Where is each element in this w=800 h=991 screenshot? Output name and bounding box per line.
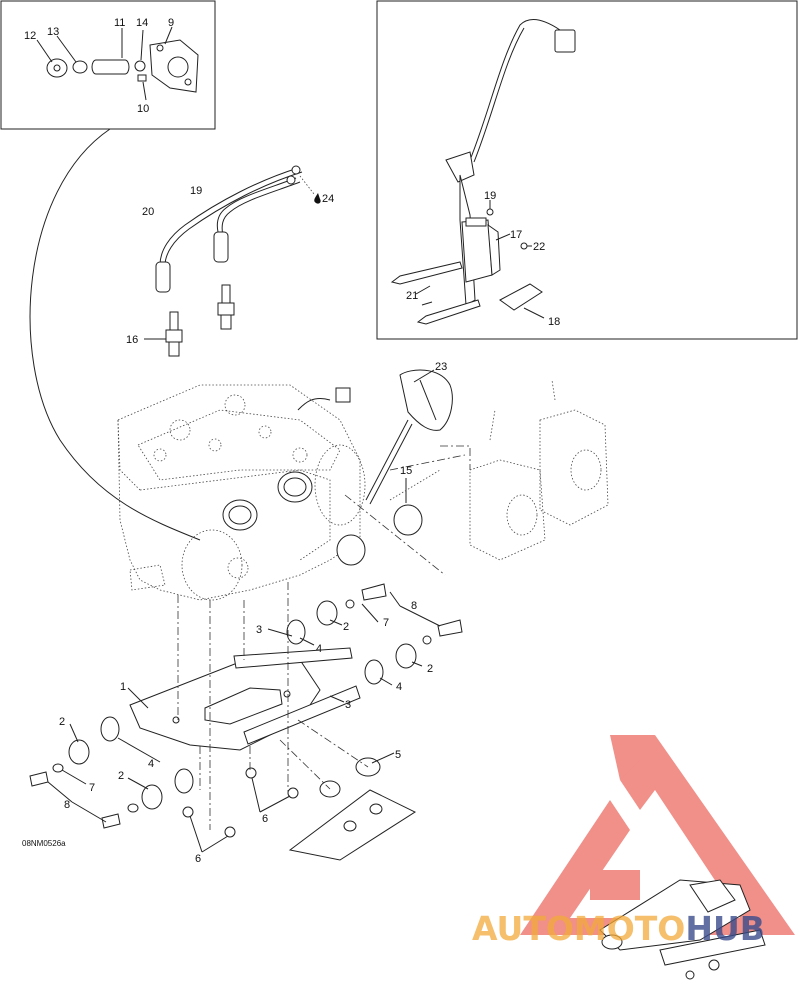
callout-3a: 3	[256, 624, 262, 636]
inset-box-ignition-coil	[376, 0, 798, 340]
callout-4c: 4	[148, 758, 154, 770]
callout-4b: 4	[396, 681, 402, 693]
inset-box-ignition-plate	[0, 0, 216, 130]
callout-11: 11	[114, 17, 125, 29]
callout-2b: 2	[427, 663, 433, 675]
hose-clamps	[336, 469, 441, 566]
callout-2c: 2	[59, 716, 65, 728]
callout-16: 16	[126, 334, 138, 346]
engine-mount-bracket	[129, 647, 361, 751]
callout-8b: 8	[64, 799, 70, 811]
inset1-parts	[36, 26, 199, 101]
callout-5: 5	[395, 749, 401, 761]
callout-23: 23	[435, 361, 447, 373]
callout-9: 9	[168, 17, 174, 29]
watermark-bracket	[599, 879, 766, 980]
callout-13: 13	[47, 26, 59, 38]
callout-8a: 8	[411, 600, 417, 612]
callout-19a: 19	[484, 190, 496, 202]
lower-support	[288, 789, 417, 861]
callout-12: 12	[24, 30, 36, 42]
plug-wires	[155, 165, 321, 293]
callout-6b: 6	[195, 853, 201, 865]
carburetors	[344, 379, 609, 576]
callout-7a: 7	[383, 617, 389, 629]
callout-19b: 19	[190, 185, 202, 197]
callout-4a: 4	[316, 643, 322, 655]
callout-labels: 1 2 2 2 2 3 3 4 4 4 5 6 6 7 7 8 8 9 10 1…	[22, 17, 560, 865]
callout-20: 20	[142, 206, 154, 218]
callout-18: 18	[548, 316, 560, 328]
callout-3b: 3	[345, 699, 351, 711]
callout-15: 15	[400, 465, 412, 477]
callout-7b: 7	[89, 782, 95, 794]
watermark-text-auto: AUTO	[472, 909, 574, 948]
leader-lines	[47, 591, 441, 853]
engine-block	[117, 384, 366, 601]
callout-1: 1	[120, 681, 126, 693]
callout-17: 17	[510, 229, 522, 241]
spark-plugs	[144, 284, 235, 357]
callout-10: 10	[137, 103, 149, 115]
callout-2a: 2	[343, 621, 349, 633]
callout-6a: 6	[262, 813, 268, 825]
rubber-mounts	[29, 583, 463, 838]
watermark-text-moto: MOTO	[574, 909, 685, 948]
inset2-parts	[390, 19, 576, 325]
sensor	[365, 369, 453, 505]
callout-22: 22	[533, 241, 545, 253]
assembly-lines	[177, 582, 369, 830]
callout-2d: 2	[118, 770, 124, 782]
inset-leader-curve	[29, 128, 201, 541]
callout-21: 21	[406, 290, 418, 302]
callout-14: 14	[136, 17, 148, 29]
diagram-code: 08NM0526a	[22, 839, 66, 848]
watermark-text: AUTOMOTOHUB	[472, 909, 765, 948]
watermark-text-hub: HUB	[685, 909, 765, 948]
callout-24: 24	[322, 193, 334, 205]
